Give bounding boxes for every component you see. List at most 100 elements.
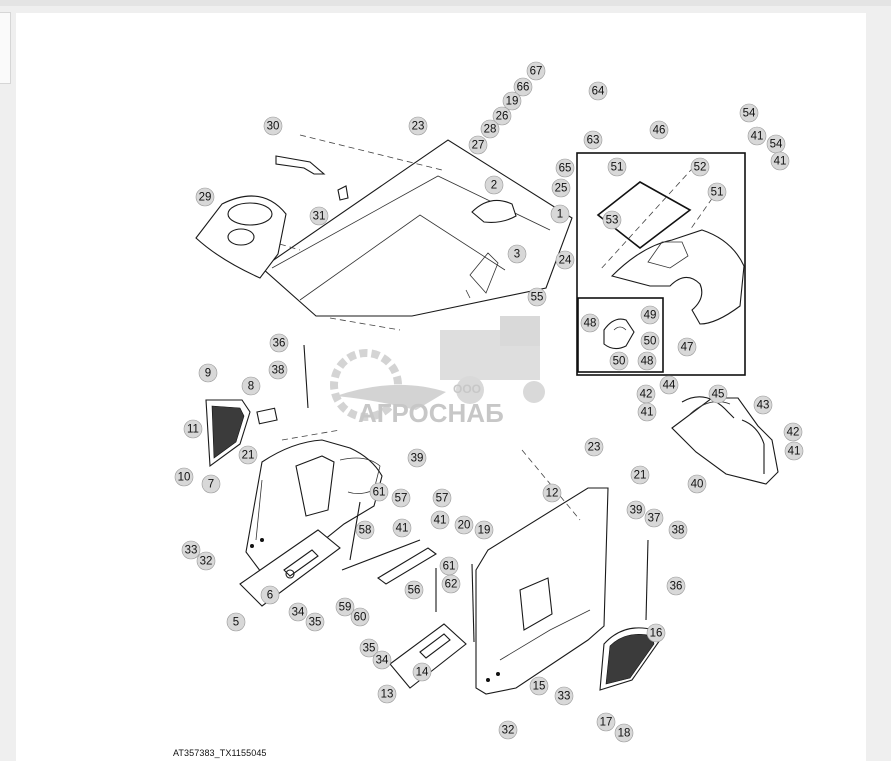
- callout-circle: [492, 106, 512, 126]
- callout-number: 32: [200, 556, 213, 568]
- callout-circle: [359, 638, 379, 658]
- callout-number: 42: [787, 427, 800, 439]
- callout-circle: [241, 376, 261, 396]
- callout-circle: [430, 510, 450, 530]
- callout-number: 43: [757, 400, 770, 412]
- callout-circle: [269, 333, 289, 353]
- rod-36-left: [303, 344, 309, 409]
- callout-circle: [770, 151, 790, 171]
- callout-62: 62: [441, 574, 461, 594]
- callout-circle: [226, 612, 246, 632]
- callout-65: 65: [555, 158, 575, 178]
- callout-number: 24: [559, 255, 572, 267]
- callout-number: 56: [408, 585, 421, 597]
- callout-number: 39: [411, 453, 424, 465]
- callout-number: 61: [443, 561, 456, 573]
- callout-25: 25: [551, 178, 571, 198]
- callout-circle: [513, 77, 533, 97]
- panel-29: [195, 195, 287, 279]
- callout-circle: [747, 126, 767, 146]
- callout-number: 33: [558, 691, 571, 703]
- callout-41: 41: [770, 151, 790, 171]
- callout-circle: [480, 119, 500, 139]
- callout-35: 35: [359, 638, 379, 658]
- callout-39: 39: [407, 448, 427, 468]
- callout-49: 49: [640, 305, 660, 325]
- callout-number: 51: [711, 187, 724, 199]
- callout-number: 15: [533, 681, 546, 693]
- callout-number: 32: [502, 725, 515, 737]
- callout-number: 45: [712, 389, 725, 401]
- callout-circle: [753, 395, 773, 415]
- callout-circle: [196, 551, 216, 571]
- figure-code: AT357383_TX1155045: [173, 748, 267, 758]
- callout-circle: [783, 422, 803, 442]
- callout-number: 41: [788, 446, 801, 458]
- callout-circle: [355, 520, 375, 540]
- callout-circle: [640, 305, 660, 325]
- browser-top-strip: [0, 0, 891, 6]
- callout-34: 34: [288, 602, 308, 622]
- callout-number: 41: [751, 131, 764, 143]
- callout-number: 14: [416, 667, 429, 679]
- callout-circle: [690, 157, 710, 177]
- callout-number: 39: [630, 505, 643, 517]
- callout-number: 17: [600, 717, 613, 729]
- callout-circle: [350, 607, 370, 627]
- callout-number: 41: [434, 515, 447, 527]
- side-panel-tab[interactable]: [0, 12, 11, 84]
- vent-grille-16: [599, 627, 661, 691]
- callout-number: 41: [396, 523, 409, 535]
- callout-32: 32: [196, 551, 216, 571]
- callout-5: 5: [226, 612, 246, 632]
- callout-58: 58: [355, 520, 375, 540]
- callout-37: 37: [644, 508, 664, 528]
- callout-50: 50: [640, 331, 660, 351]
- callout-number: 50: [613, 356, 626, 368]
- callout-16: 16: [646, 623, 666, 643]
- callout-44: 44: [659, 375, 679, 395]
- callout-number: 41: [641, 407, 654, 419]
- callout-number: 11: [187, 424, 199, 436]
- callout-41: 41: [637, 402, 657, 422]
- callout-circle: [739, 103, 759, 123]
- callout-number: 35: [363, 643, 376, 655]
- callout-number: 63: [587, 135, 600, 147]
- callout-number: 60: [354, 612, 367, 624]
- right-door-panel-12: [475, 487, 609, 695]
- callout-number: 16: [650, 628, 663, 640]
- part-8: [256, 407, 278, 425]
- callout-circle: [260, 585, 280, 605]
- callout-circle: [687, 474, 707, 494]
- callout-number: 42: [640, 389, 653, 401]
- callout-circle: [666, 576, 686, 596]
- callout-64: 64: [588, 81, 608, 101]
- callout-number: 61: [373, 487, 386, 499]
- callout-24: 24: [555, 250, 575, 270]
- callout-number: 29: [199, 192, 212, 204]
- callout-number: 6: [267, 590, 273, 602]
- callout-33: 33: [181, 540, 201, 560]
- callout-number: 23: [412, 121, 425, 133]
- callout-circle: [195, 187, 215, 207]
- callout-circle: [412, 662, 432, 682]
- gas-strut-61-right: [471, 563, 475, 643]
- callout-number: 46: [653, 125, 666, 137]
- watermark-name: АГРОСНАБ: [358, 398, 504, 428]
- callout-51: 51: [707, 182, 727, 202]
- callout-23: 23: [408, 116, 428, 136]
- callout-number: 65: [559, 163, 572, 175]
- callout-38: 38: [668, 520, 688, 540]
- callout-circle: [583, 130, 603, 150]
- callout-circle: [183, 419, 203, 439]
- callout-circle: [554, 686, 574, 706]
- callout-41: 41: [747, 126, 767, 146]
- callout-number: 36: [273, 338, 286, 350]
- callout-circle: [584, 437, 604, 457]
- callout-number: 53: [606, 215, 619, 227]
- callout-circle: [607, 157, 627, 177]
- callout-1: 1: [550, 204, 570, 224]
- callout-circle: [309, 206, 329, 226]
- callout-number: 51: [611, 162, 624, 174]
